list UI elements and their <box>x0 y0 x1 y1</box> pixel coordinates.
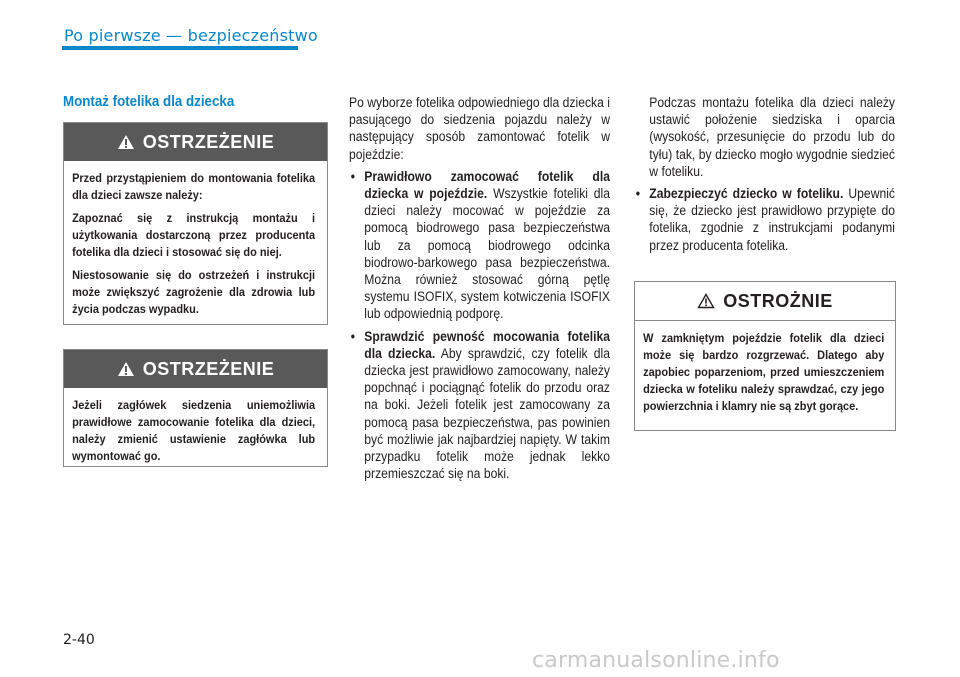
warning-1-paragraph: Niestosowanie się do ostrzeżeń i instruk… <box>72 268 316 316</box>
warning-triangle-icon <box>117 362 134 376</box>
caution-box-title: OSTROŻNIE <box>723 290 833 311</box>
warning-triangle-icon <box>117 135 134 149</box>
caution-box-header: OSTROŻNIE <box>635 282 895 321</box>
bullet-text: Wszystkie foteliki dla dzieci należy moc… <box>364 186 610 322</box>
bullet-dot: • <box>350 328 356 344</box>
warning-box-2: OSTRZEŻENIE Jeżeli zagłówek siedzenia un… <box>63 349 328 467</box>
right-intro: Podczas montażu fotelika dla dzieci nale… <box>649 95 895 179</box>
warning-triangle-icon <box>697 293 715 309</box>
caution-box: OSTROŻNIE W zamkniętym pojeździe fotelik… <box>634 281 896 431</box>
middle-intro: Po wyborze fotelika odpowiedniego dla dz… <box>349 95 610 162</box>
warning-box-2-body: Jeżeli zagłówek siedzenia uniemożliwia p… <box>64 388 323 473</box>
bullet-lead: Zabezpieczyć dziecko w foteliku. <box>649 186 844 202</box>
warning-box-1-body: Przed przystąpieniem do montowania fotel… <box>64 161 323 326</box>
bullet-dot: • <box>350 168 356 184</box>
watermark: carmanualsonline.info <box>532 648 780 673</box>
right-column: Podczas montażu fotelika dla dzieci nale… <box>634 94 895 259</box>
bullet-item: • Prawidłowo zamocować fotelik dla dziec… <box>349 168 610 323</box>
bullet-dot: • <box>635 186 641 202</box>
bullet-lead: Sprawdzić pewność mocowania fotelika dla… <box>364 328 610 361</box>
caution-box-body: W zamkniętym pojeździe fotelik dla dziec… <box>635 321 892 423</box>
bullet-item: • Sprawdzić pewność mocowania fotelika d… <box>349 328 610 483</box>
section-heading: Montaż fotelika dla dziecka <box>63 94 235 110</box>
warning-1-paragraph: Przed przystąpieniem do montowania fotel… <box>72 171 316 202</box>
caution-paragraph: W zamkniętym pojeździe fotelik dla dziec… <box>643 331 885 413</box>
warning-1-paragraph: Zapoznać się z instrukcją montażu i użyt… <box>72 211 316 259</box>
warning-box-1-title: OSTRZEŻENIE <box>142 131 275 152</box>
warning-box-1: OSTRZEŻENIE Przed przystąpieniem do mont… <box>63 122 328 325</box>
bullet-lead: Prawidłowo zamocować fotelik dla dziecka… <box>364 168 610 202</box>
page-number: 2-40 <box>63 632 95 648</box>
warning-2-paragraph: Jeżeli zagłówek siedzenia uniemożliwia p… <box>72 398 316 463</box>
bullet-item: • Zabezpieczyć dziecko w foteliku. Upewn… <box>634 185 895 254</box>
warning-box-2-header: OSTRZEŻENIE <box>64 350 327 388</box>
warning-box-1-header: OSTRZEŻENIE <box>64 123 327 161</box>
warning-box-2-title: OSTRZEŻENIE <box>142 358 275 379</box>
header-title: Po pierwsze — bezpieczeństwo <box>64 26 318 45</box>
bullet-text: Upewnić się, że dziecko jest prawidłowo … <box>649 186 895 253</box>
page-header: Po pierwsze — bezpieczeństwo <box>62 26 318 50</box>
bullet-text: Aby sprawdzić, czy fotelik dla dziecka j… <box>364 345 610 482</box>
middle-column: Po wyborze fotelika odpowiedniego dla dz… <box>349 94 610 487</box>
header-rule <box>62 46 298 50</box>
